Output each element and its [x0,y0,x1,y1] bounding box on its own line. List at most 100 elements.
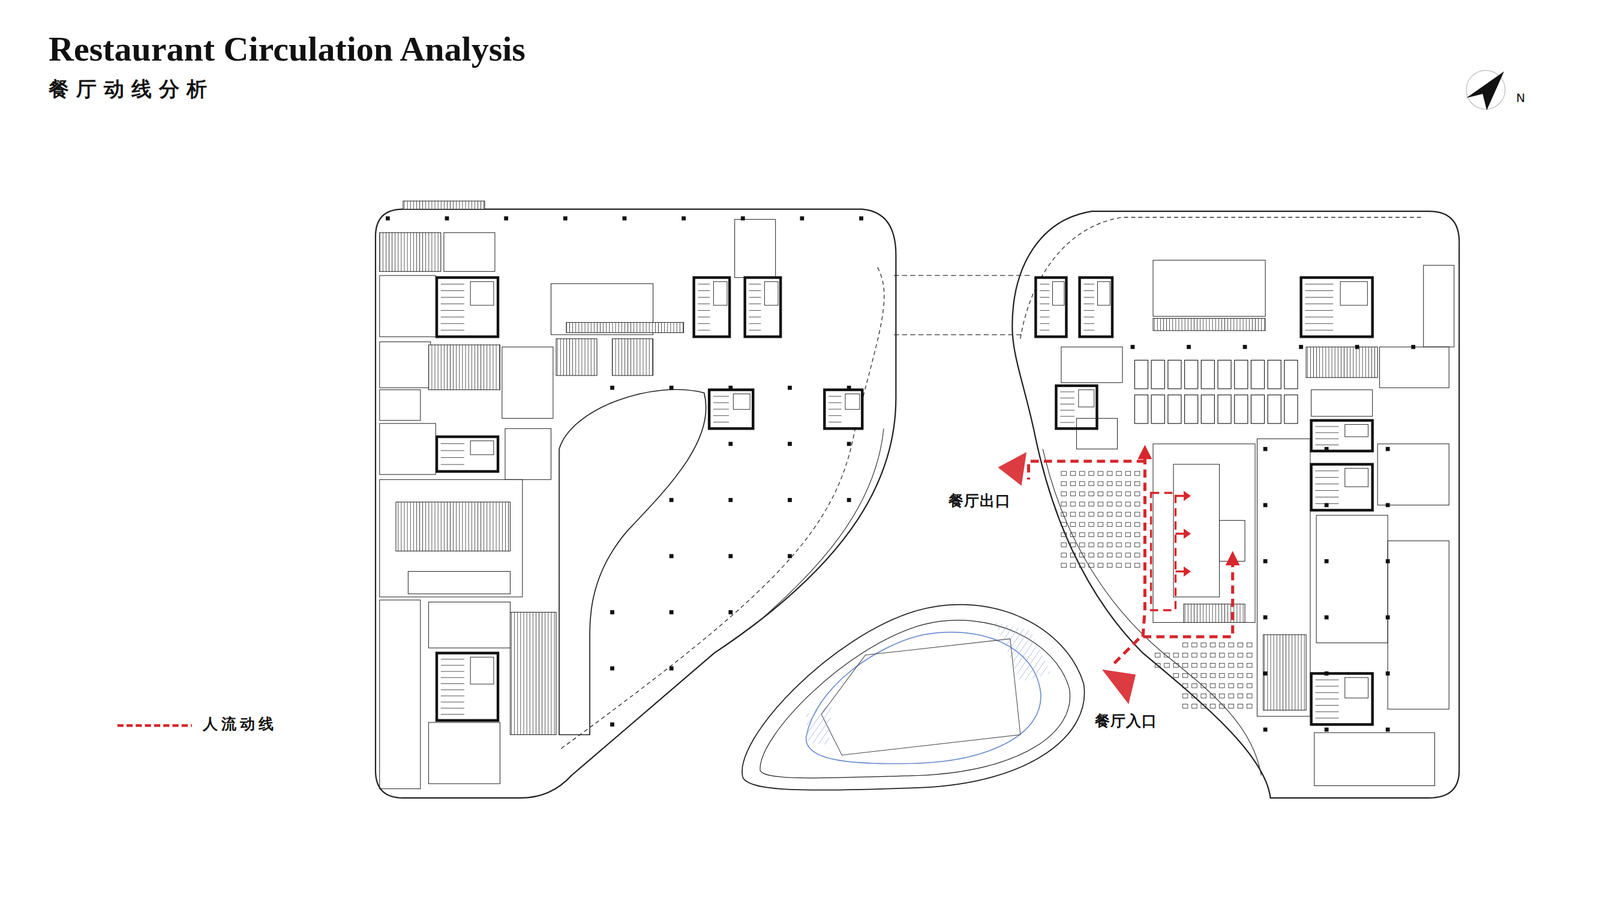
structural-column [1263,446,1268,452]
dining-table [1134,394,1148,424]
stair-core [1035,277,1067,338]
stair-core [436,436,498,472]
seat [1116,512,1122,517]
seat [1246,683,1253,688]
structural-column [610,610,615,615]
stair-tread [440,290,465,291]
arrowhead [1137,444,1152,459]
structural-column [800,216,805,221]
structural-column [385,216,390,221]
stair-tread [828,408,842,410]
stair-tread [1039,316,1050,318]
seat [1125,491,1131,497]
seat [1106,553,1113,558]
seat [1061,553,1067,558]
structural-column [1263,559,1268,564]
dining-table [1184,394,1199,424]
seat [1246,693,1253,698]
stair-tread [1039,310,1050,311]
seat [1116,502,1122,507]
entrance-label: 餐厅入口 [1093,712,1160,731]
room-outline [379,599,421,789]
north-arrow [1466,71,1505,111]
core-wall [436,652,498,720]
seat [1061,532,1067,537]
arrowhead [1183,490,1191,501]
stair-tread [440,323,465,324]
stair-tread [440,457,465,458]
seat [1192,693,1198,698]
structural-column [1186,344,1191,350]
seat [1088,502,1095,507]
stair-tread [440,283,465,285]
dining-table [1217,359,1232,389]
stair-tread [1083,316,1095,318]
seat [1134,532,1140,537]
route-loop [1151,492,1176,611]
lift-shaft [470,440,494,455]
seat [1079,522,1086,527]
structural-column [1324,559,1329,564]
seat [1097,512,1104,517]
room-outline [403,200,485,210]
stair-tread [1039,290,1050,291]
stair-tread [1315,425,1339,427]
lift-shaft [1340,281,1368,305]
structural-column [1324,502,1329,507]
dining-table [1151,394,1165,424]
seat [1164,652,1170,657]
stair-tread [1315,476,1339,478]
seat [1125,563,1131,568]
stair-tread [440,683,465,684]
seat [1088,491,1095,497]
structural-column [847,497,852,503]
room-outline [1153,318,1266,331]
stair-tread [1060,422,1075,423]
stair-tread [1315,685,1339,687]
seat [1228,673,1235,678]
seat [1201,652,1207,657]
seat [1061,502,1067,507]
seat [1116,522,1122,527]
stair-core [1311,420,1373,452]
seat [1070,542,1076,548]
lift-shaft [1345,468,1369,488]
seat [1219,693,1226,698]
room-outline [1311,389,1373,417]
seat [1134,542,1140,548]
seat [1182,683,1188,688]
seat [1246,642,1253,647]
stair-tread [1060,397,1075,399]
room-outline [379,341,431,389]
seat [1182,703,1188,708]
seat [1070,532,1076,537]
stair-tread [440,677,465,678]
structural-column [728,385,733,390]
core-wall [1035,277,1067,338]
structural-column [728,553,733,558]
dining-table [1267,394,1281,424]
seat [1106,481,1113,486]
structural-column [787,553,792,558]
structural-column [1385,559,1391,564]
seat [1070,491,1076,497]
core-wall [745,277,782,338]
seat [1173,652,1179,657]
seat [1097,532,1104,537]
stair-tread [748,303,761,305]
seat [1182,673,1188,678]
stair-tread [748,329,761,331]
seat [1088,522,1095,527]
structural-column [610,666,615,671]
structural-column [728,441,733,446]
seat [1210,662,1216,668]
seat [1237,652,1244,657]
seat [1106,542,1113,548]
seat [1246,652,1253,657]
stair-tread [1039,303,1050,305]
seat [1088,481,1095,486]
stair-tread [1315,483,1339,485]
lift-shaft [1052,281,1064,305]
route-line [1114,563,1233,664]
seat [1097,491,1104,497]
